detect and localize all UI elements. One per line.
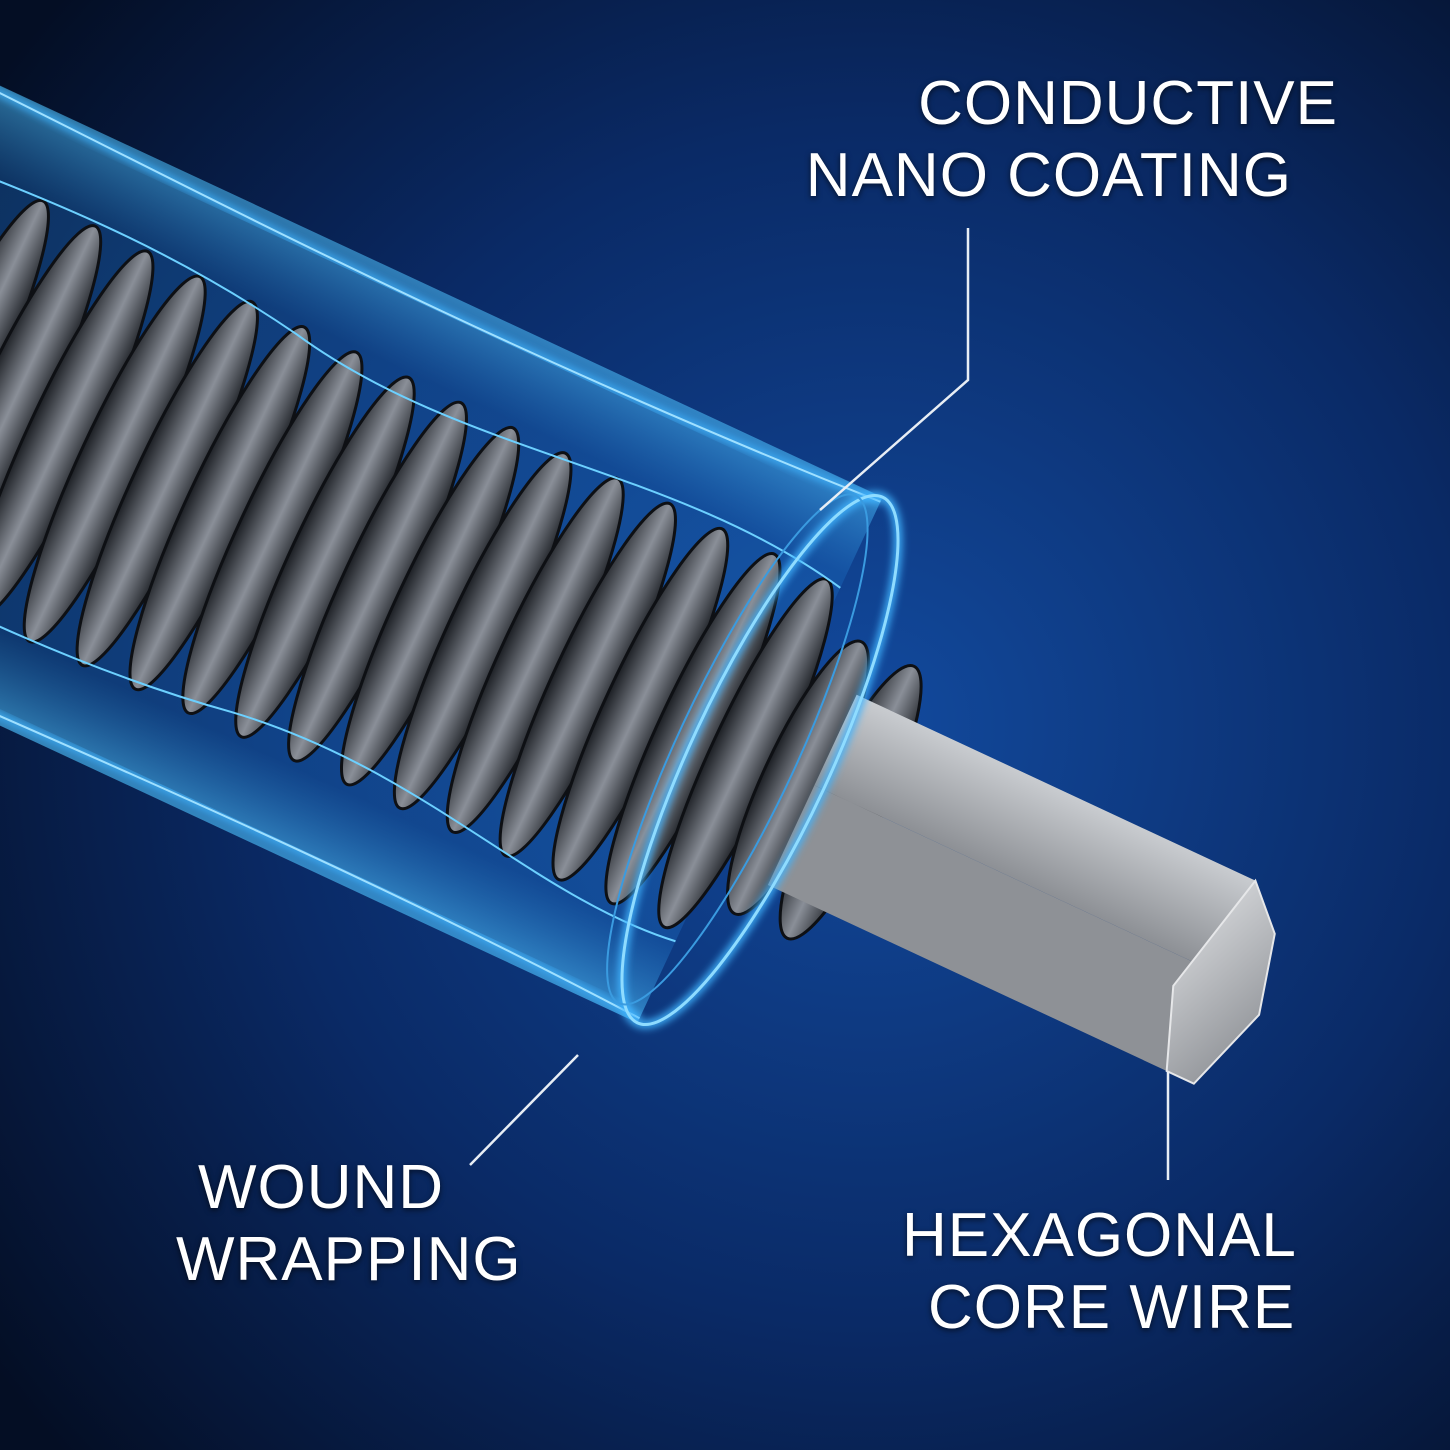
label-line: NANO COATING [805, 141, 1292, 210]
label-conductive-nano-coating: CONDUCTIVE NANO COATING [806, 68, 1338, 212]
label-wound-wrapping: WOUND WRAPPING [176, 1152, 522, 1296]
label-line: CONDUCTIVE [918, 69, 1338, 138]
label-line: WRAPPING [176, 1225, 522, 1294]
label-line: HEXAGONAL [902, 1201, 1297, 1270]
label-line: CORE WIRE [928, 1273, 1296, 1342]
hexagonal-core-wire [767, 694, 1276, 1085]
coating-leader-line [819, 228, 970, 511]
tube-glow-lines [0, 0, 903, 1029]
wrapping-leader-line [469, 1054, 579, 1166]
coil-turn [0, 198, 50, 573]
label-line: WOUND [198, 1153, 445, 1222]
label-hexagonal-core-wire: HEXAGONAL CORE WIRE [902, 1200, 1297, 1344]
